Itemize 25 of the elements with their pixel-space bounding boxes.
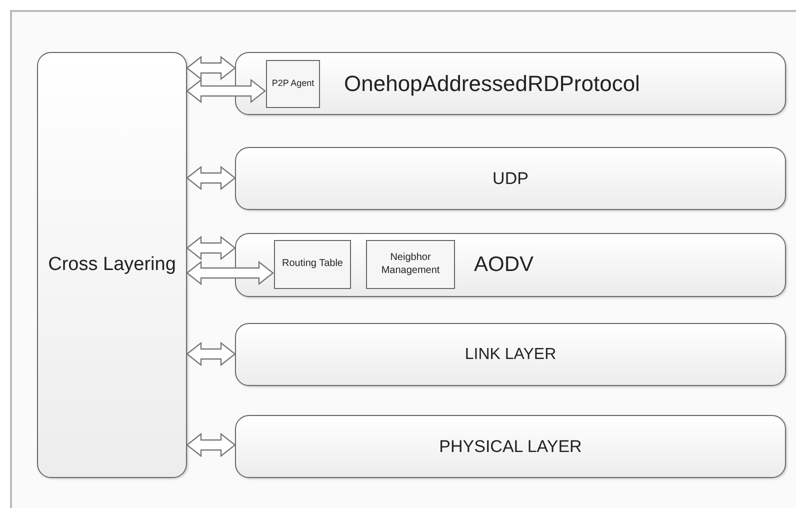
component-box xyxy=(274,240,351,289)
double-arrow xyxy=(186,56,236,80)
double-arrow xyxy=(186,78,266,104)
layer-box xyxy=(37,52,187,478)
node-label: Cross Layering xyxy=(47,253,177,277)
layer-box xyxy=(235,147,786,210)
node-label: Routing Table xyxy=(281,258,344,271)
component-box xyxy=(266,60,320,108)
node-label: Neigbhor Management xyxy=(380,252,441,277)
layer-box xyxy=(235,323,786,386)
node-label: P2P Agent xyxy=(270,78,316,90)
double-arrow xyxy=(186,260,274,286)
layer-box xyxy=(235,52,786,115)
node-label: UDP xyxy=(492,168,530,190)
double-arrow xyxy=(186,166,236,190)
double-arrow xyxy=(186,432,236,458)
layer-box xyxy=(235,233,786,297)
node-label: AODV xyxy=(473,252,535,278)
layer-box xyxy=(235,415,786,478)
component-box xyxy=(366,240,455,289)
node-label: OnehopAddressedRDProtocol xyxy=(343,70,641,98)
node-label: PHYSICAL LAYER xyxy=(438,436,583,458)
double-arrow xyxy=(186,236,236,260)
double-arrow xyxy=(186,342,236,366)
node-label: LINK LAYER xyxy=(464,344,558,364)
